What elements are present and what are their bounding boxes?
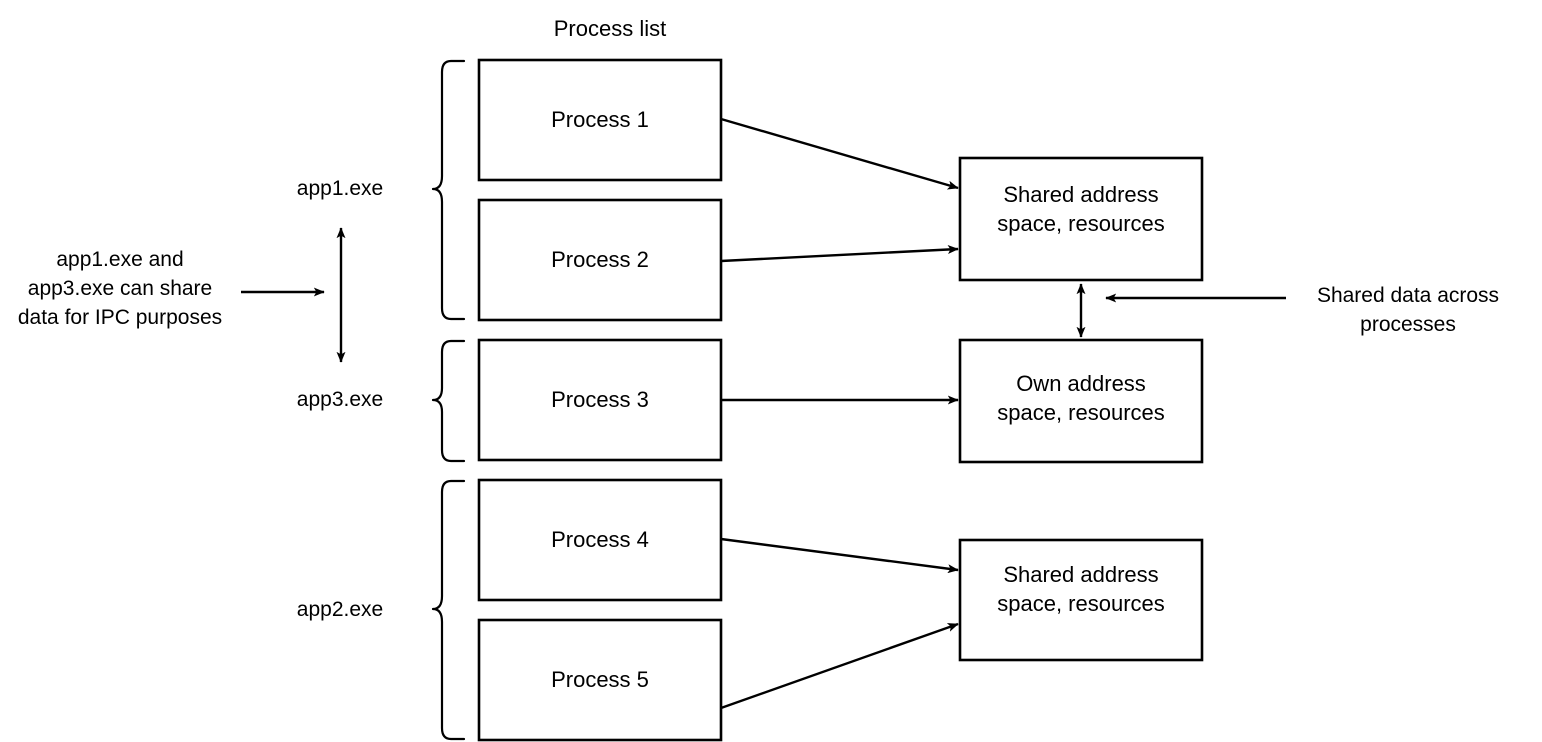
process-box-5-rect xyxy=(477,618,723,742)
left-note-line1: app1.exe and xyxy=(56,248,183,271)
address-space-box-shared-bottom[interactable]: Shared address space, resources xyxy=(958,538,1204,662)
process-box-3-label: Process 3 xyxy=(551,387,649,412)
process-box-1-label: Process 1 xyxy=(551,107,649,132)
process-box-2-rect xyxy=(477,198,723,322)
process-box-1-rect xyxy=(477,58,723,182)
left-note-line2: app3.exe can share xyxy=(28,277,212,300)
right-note-line2: processes xyxy=(1360,313,1456,336)
address-space-box-own-line2: space, resources xyxy=(997,400,1165,425)
address-space-box-shared-bottom-line1: Shared address xyxy=(1003,562,1158,587)
connector-process2-to-shared-top xyxy=(720,245,959,263)
address-space-box-own-line1: Own address xyxy=(1016,371,1146,396)
process-box-3[interactable]: Process 3 xyxy=(477,338,723,462)
app-label-app2: app2.exe xyxy=(297,598,383,621)
left-note-line3: data for IPC purposes xyxy=(18,306,222,329)
address-space-box-shared-bottom-line2: space, resources xyxy=(997,591,1165,616)
app-label-app1: app1.exe xyxy=(297,177,383,200)
process-box-3-rect xyxy=(477,338,723,462)
address-space-box-shared-top[interactable]: Shared address space, resources xyxy=(958,156,1204,282)
address-space-box-shared-top-line2: space, resources xyxy=(997,211,1165,236)
process-box-5[interactable]: Process 5 xyxy=(477,618,723,742)
address-space-box-own-rect xyxy=(958,338,1204,464)
process-box-5-label: Process 5 xyxy=(551,667,649,692)
process-box-1[interactable]: Process 1 xyxy=(477,58,723,182)
address-space-box-own[interactable]: Own address space, resources xyxy=(958,338,1204,464)
brace-app2 xyxy=(431,479,466,741)
brace-app3 xyxy=(431,339,466,463)
process-box-2[interactable]: Process 2 xyxy=(477,198,723,322)
connector-process4-to-shared-bottom xyxy=(720,537,959,574)
address-space-box-shared-bottom-rect xyxy=(958,538,1204,662)
brace-app1 xyxy=(431,59,466,321)
address-space-box-shared-top-line1: Shared address xyxy=(1003,182,1158,207)
connector-process1-to-shared-top xyxy=(720,117,959,190)
connector-process5-to-shared-bottom xyxy=(720,622,959,710)
right-note-line1: Shared data across xyxy=(1317,284,1499,307)
process-box-4[interactable]: Process 4 xyxy=(477,478,723,602)
page-title: Process list xyxy=(554,16,666,41)
process-box-2-label: Process 2 xyxy=(551,247,649,272)
process-box-4-rect xyxy=(477,478,723,602)
app-label-app3: app3.exe xyxy=(297,388,383,411)
address-space-box-shared-top-rect xyxy=(958,156,1204,282)
process-box-4-label: Process 4 xyxy=(551,527,649,552)
